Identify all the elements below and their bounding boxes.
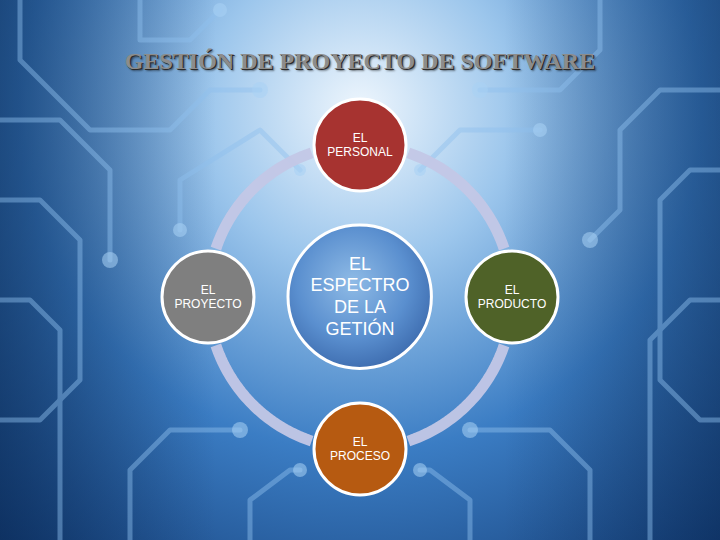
circle-label: EL ESPECTRO DE LA GETIÓN xyxy=(310,254,410,340)
process-circle: EL PROCESO xyxy=(312,401,408,497)
trace xyxy=(470,430,590,540)
project-circle: EL PROYECTO xyxy=(160,249,256,345)
circle-fill xyxy=(314,99,406,191)
text-holder: EL ESPECTRO DE LA GETIÓN xyxy=(286,223,433,370)
pad xyxy=(102,252,118,268)
text-holder: EL PROCESO xyxy=(312,401,408,497)
pad xyxy=(252,82,268,98)
slide-title: GESTIÓN DE PROYECTO DE SOFTWARE xyxy=(125,48,595,74)
circle-label: EL PRODUCTO xyxy=(476,283,548,312)
pad xyxy=(173,223,187,237)
pad xyxy=(232,422,248,438)
product-circle: EL PRODUCTO xyxy=(464,249,560,345)
text-holder: EL PRODUCTO xyxy=(464,249,560,345)
pad xyxy=(213,3,227,17)
pad xyxy=(472,82,488,98)
trace xyxy=(140,0,220,40)
ring-arc xyxy=(216,345,312,441)
pad xyxy=(533,123,547,137)
circle-fill xyxy=(466,251,558,343)
pad xyxy=(293,463,307,477)
center-circle: EL ESPECTRO DE LA GETIÓN xyxy=(286,223,433,370)
trace xyxy=(480,0,600,90)
pad xyxy=(414,164,426,176)
pad xyxy=(413,463,427,477)
text-holder: EL PROYECTO xyxy=(160,249,256,345)
ring-arc xyxy=(216,153,312,249)
circle-fill xyxy=(288,225,431,368)
circle-label: EL PROYECTO xyxy=(172,283,244,312)
ring-arc xyxy=(408,153,504,249)
trace xyxy=(660,170,720,420)
circle-label: EL PERSONAL xyxy=(325,131,395,160)
trace xyxy=(0,300,60,540)
trace xyxy=(250,470,300,540)
trace xyxy=(0,120,110,260)
trace xyxy=(650,300,720,540)
trace xyxy=(420,470,470,540)
personal-circle: EL PERSONAL xyxy=(312,97,408,193)
text-holder: EL PERSONAL xyxy=(312,97,408,193)
title-bar: GESTIÓN DE PROYECTO DE SOFTWARE xyxy=(0,40,720,77)
pad xyxy=(582,232,598,248)
trace xyxy=(130,430,240,540)
pad xyxy=(462,422,478,438)
circle-fill xyxy=(314,403,406,495)
trace xyxy=(590,90,720,240)
pad xyxy=(294,164,306,176)
circle-fill xyxy=(162,251,254,343)
circle-label: EL PROCESO xyxy=(325,435,395,464)
trace xyxy=(180,130,300,230)
ring-arc xyxy=(408,345,504,441)
